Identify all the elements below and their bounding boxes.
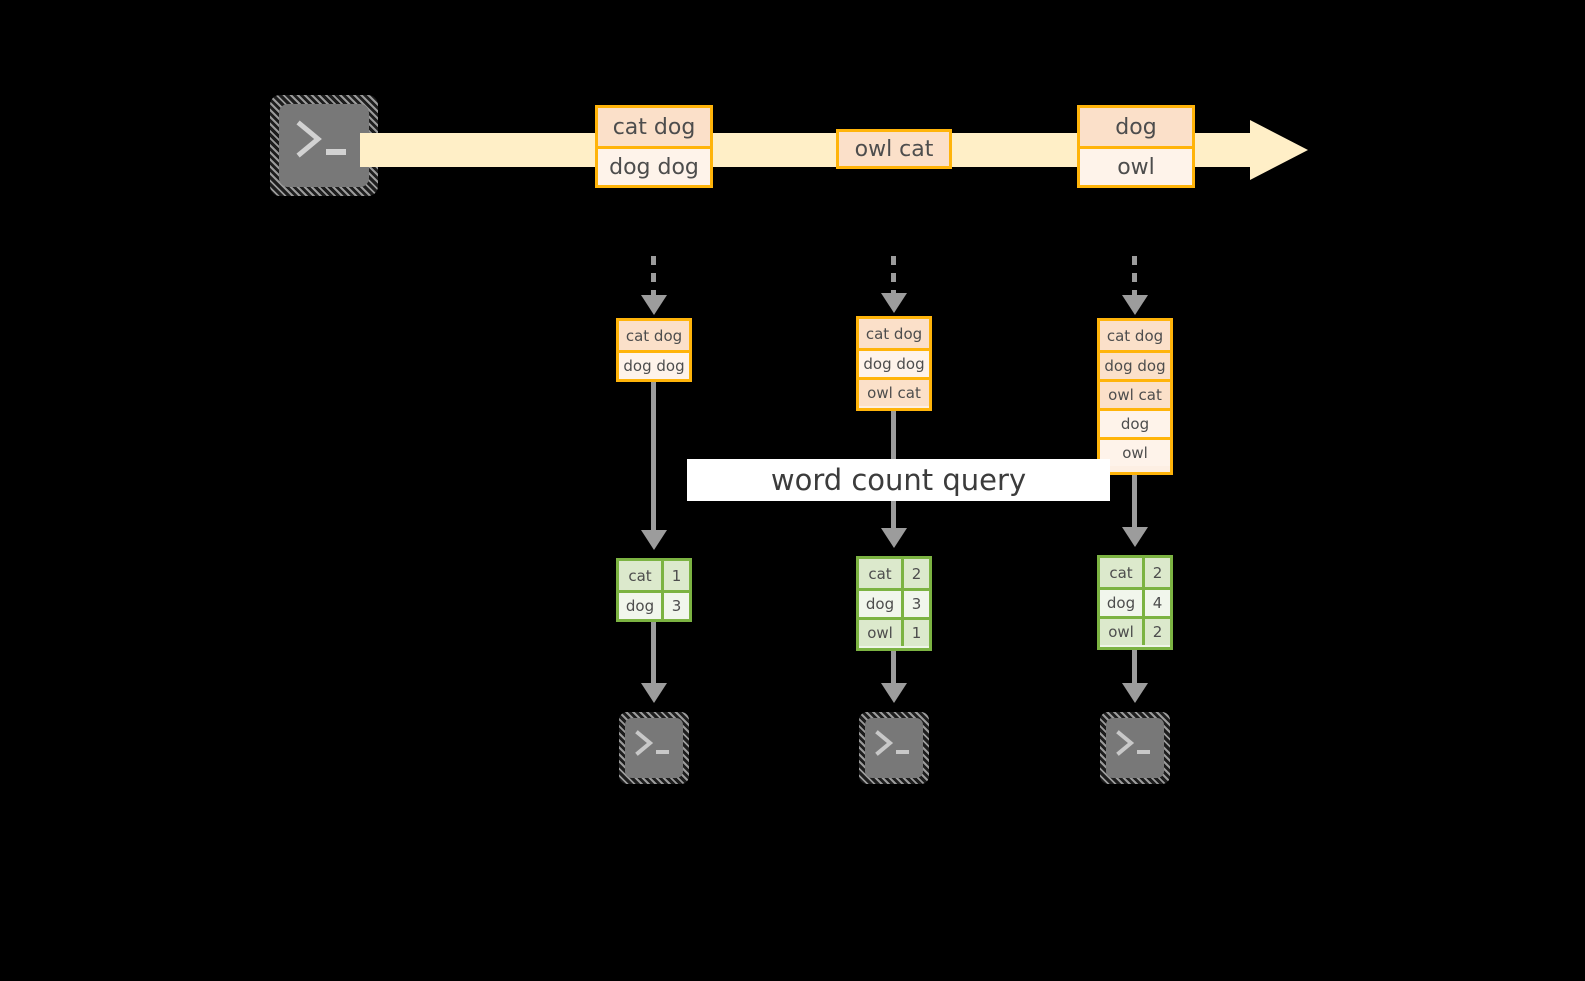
- snapshot-2-query-arrowhead: [881, 528, 907, 548]
- snapshot-3-trigger-dash: [1132, 256, 1137, 299]
- terminal-body: [279, 104, 369, 187]
- terminal-body: [1106, 718, 1164, 778]
- snapshot-1-count-1: 1: [664, 561, 689, 590]
- snapshot-3-sink-arrowhead: [1122, 683, 1148, 703]
- stream-event-1-line-1: cat dog: [598, 108, 710, 146]
- snapshot-2-count-2: 3: [904, 591, 929, 617]
- snapshot-3-buffer-line-3: owl cat: [1100, 379, 1170, 408]
- snapshot-1-buffer-line-2: dog dog: [619, 350, 689, 379]
- terminal-prompt-glyph: [875, 730, 909, 756]
- snapshot-1-query-arrowhead: [641, 530, 667, 550]
- snapshot-2-result-table: cat 2 dog 3 owl 1: [856, 556, 932, 651]
- stream-event-2-line-1: owl cat: [839, 132, 949, 166]
- snapshot-3-buffer-line-1: cat dog: [1100, 321, 1170, 350]
- snapshot-1-sink-terminal-icon: [619, 712, 689, 784]
- table-row: owl 2: [1100, 616, 1170, 645]
- stream-event-3: dog owl: [1077, 105, 1195, 188]
- stream-event-1: cat dog dog dog: [595, 105, 713, 188]
- snapshot-1-word-1: cat: [619, 561, 664, 590]
- snapshot-1-trigger-dash: [651, 256, 656, 299]
- snapshot-2-buffer-line-3: owl cat: [859, 377, 929, 406]
- table-row: cat 1: [619, 561, 689, 590]
- terminal-body: [865, 718, 923, 778]
- stream-event-3-line-1: dog: [1080, 108, 1192, 146]
- snapshot-1-sink-line: [651, 622, 656, 686]
- snapshot-3-buffer-line-5: owl: [1100, 437, 1170, 466]
- snapshot-3-count-3: 2: [1145, 619, 1170, 645]
- table-row: dog 3: [859, 588, 929, 617]
- snapshot-3-word-1: cat: [1100, 558, 1145, 587]
- snapshot-2-sink-terminal-icon: [859, 712, 929, 784]
- terminal-body: [625, 718, 683, 778]
- snapshot-1-trigger-arrowhead: [641, 295, 667, 315]
- table-row: cat 2: [1100, 558, 1170, 587]
- snapshot-3-trigger-arrowhead: [1122, 295, 1148, 315]
- snapshot-1-result-table: cat 1 dog 3: [616, 558, 692, 622]
- table-row: owl 1: [859, 617, 929, 646]
- snapshot-2-word-2: dog: [859, 591, 904, 617]
- snapshot-3-sink-line: [1132, 650, 1137, 686]
- stream-event-3-line-2: owl: [1080, 146, 1192, 185]
- snapshot-2-word-1: cat: [859, 559, 904, 588]
- terminal-prompt-glyph: [1116, 730, 1150, 756]
- snapshot-1-sink-arrowhead: [641, 683, 667, 703]
- snapshot-3-query-arrowhead: [1122, 527, 1148, 547]
- snapshot-2-count-3: 1: [904, 620, 929, 646]
- snapshot-3-sink-terminal-icon: [1100, 712, 1170, 784]
- snapshot-2-count-1: 2: [904, 559, 929, 588]
- snapshot-3-count-1: 2: [1145, 558, 1170, 587]
- snapshot-2-sink-line: [891, 651, 896, 686]
- snapshot-2-trigger-dash: [891, 256, 896, 297]
- snapshot-3-query-line: [1132, 475, 1137, 531]
- snapshot-3-count-2: 4: [1145, 590, 1170, 616]
- snapshot-1-buffer-line-1: cat dog: [619, 321, 689, 350]
- snapshot-3-word-3: owl: [1100, 619, 1145, 645]
- snapshot-1-count-2: 3: [664, 593, 689, 619]
- stream-event-1-line-2: dog dog: [598, 146, 710, 185]
- table-row: dog 4: [1100, 587, 1170, 616]
- snapshot-3-buffer-line-4: dog: [1100, 408, 1170, 437]
- snapshot-2-buffer-line-1: cat dog: [859, 319, 929, 348]
- snapshot-2-sink-arrowhead: [881, 683, 907, 703]
- word-count-query-label: word count query: [687, 459, 1110, 501]
- snapshot-1-buffer: cat dog dog dog: [616, 318, 692, 382]
- snapshot-2-buffer: cat dog dog dog owl cat: [856, 316, 932, 411]
- snapshot-1-word-2: dog: [619, 593, 664, 619]
- table-row: cat 2: [859, 559, 929, 588]
- snapshot-3-buffer-line-2: dog dog: [1100, 350, 1170, 379]
- snapshot-3-buffer: cat dog dog dog owl cat dog owl: [1097, 318, 1173, 475]
- terminal-prompt-glyph: [296, 120, 346, 158]
- snapshot-2-buffer-line-2: dog dog: [859, 348, 929, 377]
- stream-event-2: owl cat: [836, 129, 952, 169]
- snapshot-1-query-line: [651, 382, 656, 534]
- terminal-prompt-glyph: [635, 730, 669, 756]
- snapshot-2-trigger-arrowhead: [881, 293, 907, 313]
- snapshot-2-word-3: owl: [859, 620, 904, 646]
- table-row: dog 3: [619, 590, 689, 619]
- snapshot-3-result-table: cat 2 dog 4 owl 2: [1097, 555, 1173, 650]
- snapshot-3-word-2: dog: [1100, 590, 1145, 616]
